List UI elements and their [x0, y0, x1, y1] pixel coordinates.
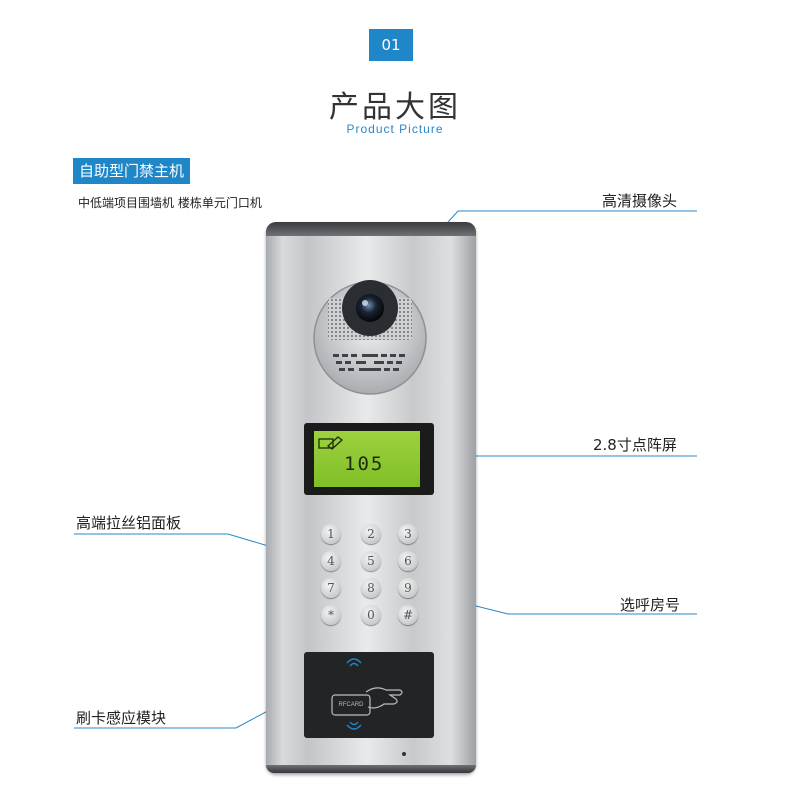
key-8[interactable]: 8: [361, 578, 381, 598]
key-hash[interactable]: #: [398, 605, 418, 625]
lcd-screen-frame: 105: [304, 423, 434, 495]
rf-card-text: RFCARD: [338, 702, 364, 708]
section-number-badge: 01: [369, 29, 413, 61]
panel-label: 高端拉丝铝面板: [76, 514, 182, 532]
key-1[interactable]: 1: [321, 524, 341, 544]
speaker-holes: [333, 354, 405, 371]
hand-icon: [365, 687, 403, 709]
lcd-room-number: 105: [344, 453, 385, 475]
panel-bottom-cap: [266, 765, 476, 773]
key-0[interactable]: 0: [361, 605, 381, 625]
rf-card-reader[interactable]: RFCARD: [304, 652, 434, 738]
panel-callout-line: [74, 533, 276, 549]
key-4[interactable]: 4: [321, 551, 341, 571]
camera-module: [313, 280, 427, 395]
lcd-screen: 105: [314, 431, 420, 487]
key-7[interactable]: 7: [321, 578, 341, 598]
card-module-label: 刷卡感应模块: [76, 709, 167, 727]
product-type-tag: 自助型门禁主机: [73, 158, 191, 184]
keypad-label: 选呼房号: [620, 596, 681, 614]
door-station-panel: 105 1 2 3 4 5 6 7 8 9 * 0 # RFC: [266, 222, 476, 773]
camera-lens-icon: [356, 294, 384, 322]
page-title: 产品大图: [329, 90, 461, 125]
key-5[interactable]: 5: [361, 551, 381, 571]
camera-label: 高清摄像头: [602, 192, 678, 210]
key-2[interactable]: 2: [361, 524, 381, 544]
panel-top-cap: [266, 222, 476, 236]
status-led: [402, 752, 406, 756]
key-6[interactable]: 6: [398, 551, 418, 571]
key-9[interactable]: 9: [398, 578, 418, 598]
rf-card-icon: [331, 694, 371, 716]
product-tagline: 中低端项目围墙机 楼栋单元门口机: [78, 196, 262, 210]
key-star[interactable]: *: [321, 605, 341, 625]
hand-card-icon: [318, 436, 344, 450]
screen-label: 2.8寸点阵屏: [593, 436, 677, 454]
rfid-wave-icon: [331, 658, 403, 730]
page-subtitle: Product Picture: [346, 122, 444, 136]
key-3[interactable]: 3: [398, 524, 418, 544]
